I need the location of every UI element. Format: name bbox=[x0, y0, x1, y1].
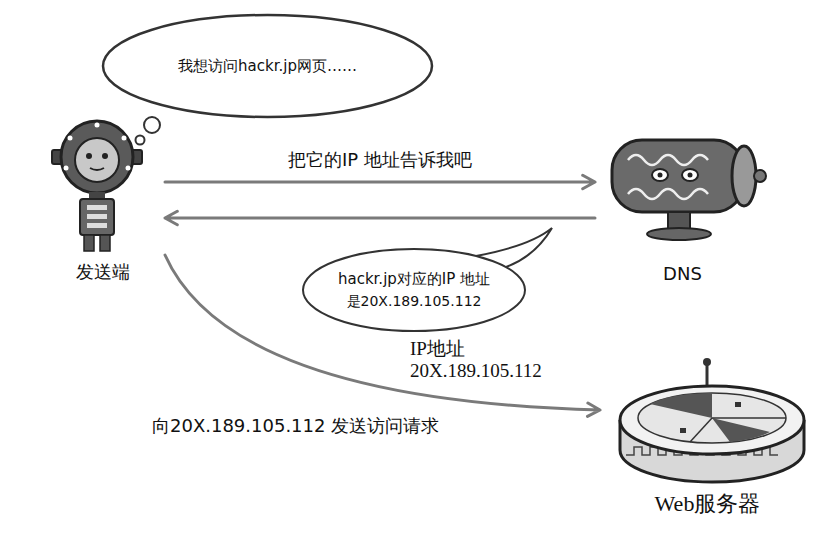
arrow-connector bbox=[165, 175, 595, 188]
thought-bubble: 我想访问hackr.jp网页…… bbox=[100, 12, 435, 120]
edge-label: 向20X.189.105.112 发送访问请求 bbox=[150, 414, 441, 438]
robot-figure bbox=[52, 121, 142, 251]
node-text: hackr.jp对应的IP 地址 bbox=[338, 270, 490, 289]
dns-device bbox=[612, 140, 766, 240]
bubble-outline bbox=[300, 246, 528, 334]
speech-bubble: hackr.jp对应的IP 地址是20X.189.105.112 bbox=[300, 246, 528, 334]
node-text: 我想访问hackr.jp网页…… bbox=[178, 57, 357, 76]
arrow-connector bbox=[165, 211, 595, 224]
node-text: 发送端 bbox=[76, 260, 130, 284]
dns-node: DNS bbox=[595, 118, 770, 286]
arrow-connector bbox=[165, 255, 600, 416]
sender-node: 发送端 bbox=[40, 118, 165, 286]
node-text: 是20X.189.105.112 bbox=[347, 293, 482, 311]
node-text: Web服务器 bbox=[655, 489, 761, 519]
ip-note: IP地址 20X.189.105.112 bbox=[408, 338, 562, 382]
edge-label: 把它的IP 地址告诉我吧 bbox=[286, 148, 474, 172]
web-server-node: Web服务器 bbox=[600, 355, 815, 521]
node-text: DNS bbox=[663, 263, 702, 284]
web-server-disk bbox=[620, 358, 804, 482]
